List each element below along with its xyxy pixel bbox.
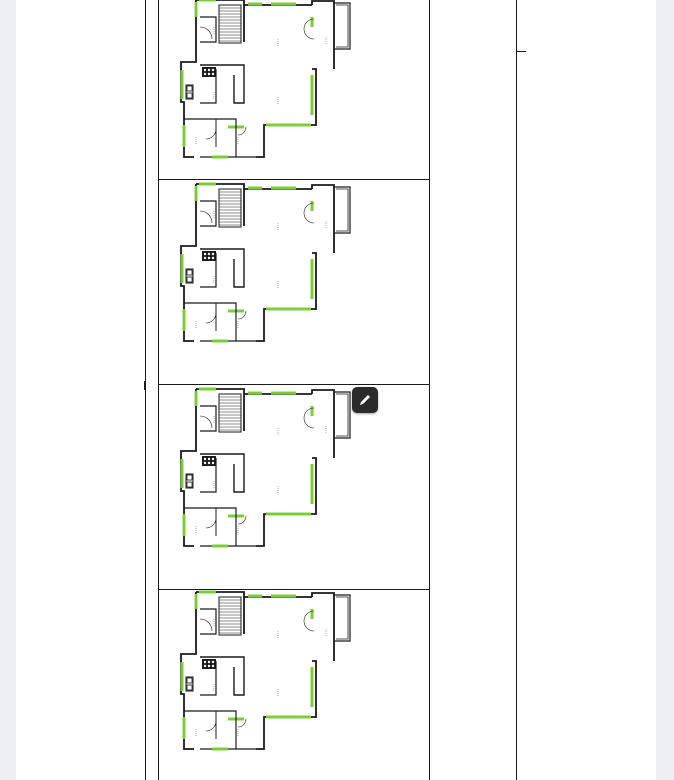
floor-plan-drawing — [144, 0, 526, 780]
floor-plan-sheet — [180, 182, 351, 343]
edit-button[interactable] — [352, 387, 378, 413]
floor-plan-sheet — [180, 0, 351, 159]
floor-plan-sheet — [180, 590, 351, 751]
viewer-scroll-gutter — [656, 0, 674, 780]
drawing-frame — [144, 0, 526, 780]
floor-plan-sheet — [180, 387, 351, 548]
pencil-edit-icon — [358, 393, 372, 407]
document-page — [16, 0, 656, 780]
